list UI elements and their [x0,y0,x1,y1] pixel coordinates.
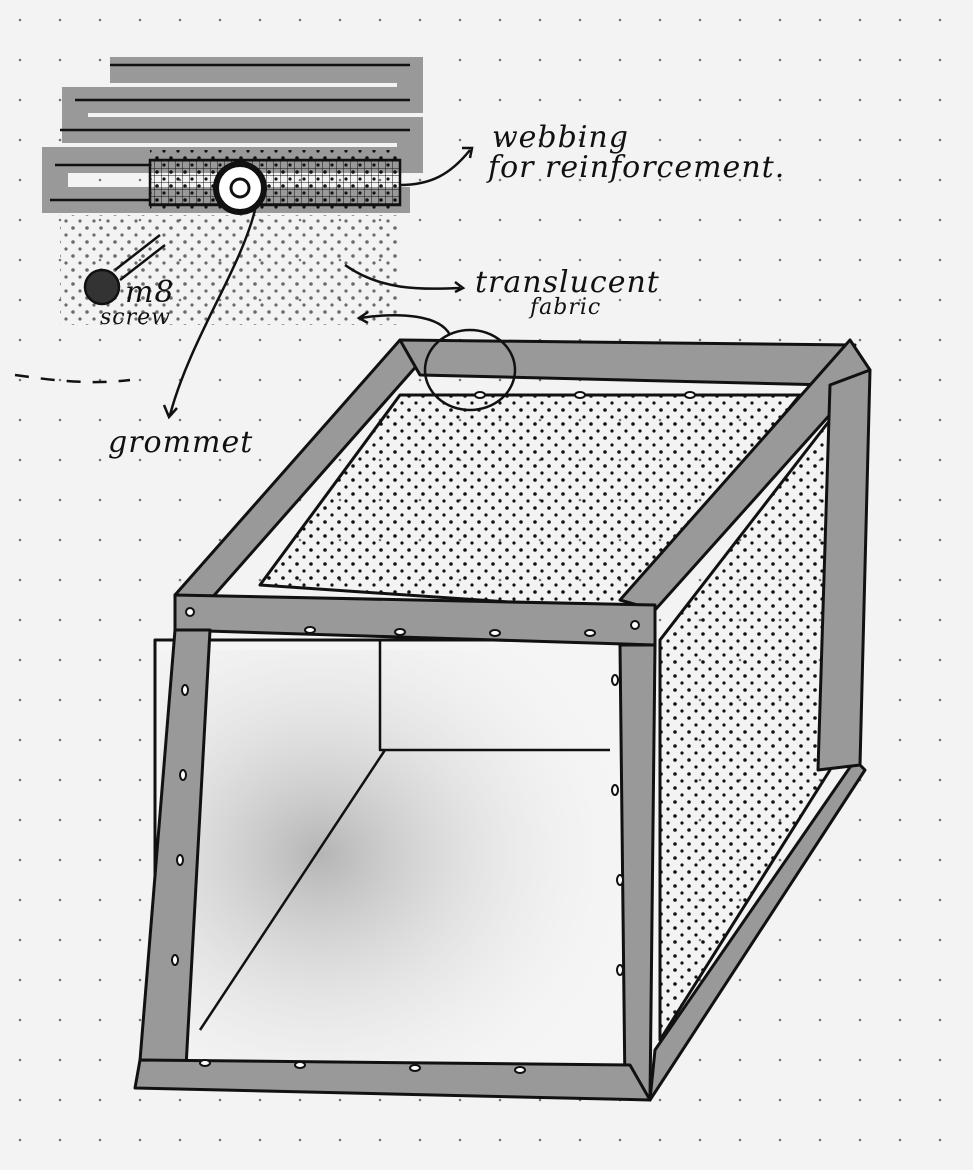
label-translucent: translucent [475,265,660,300]
detail-sketch [14,57,474,420]
label-webbing: webbing [492,120,629,155]
label-grommet: grommet [108,425,254,460]
label-screw: screw [100,305,171,330]
label-reinforcement: for reinforcement. [488,150,786,185]
detail-callout-circle [423,328,517,412]
cube-frame [133,328,872,1102]
label-m8: m8 [125,275,175,310]
screw-icon [83,268,121,306]
label-fabric: fabric [530,295,602,320]
